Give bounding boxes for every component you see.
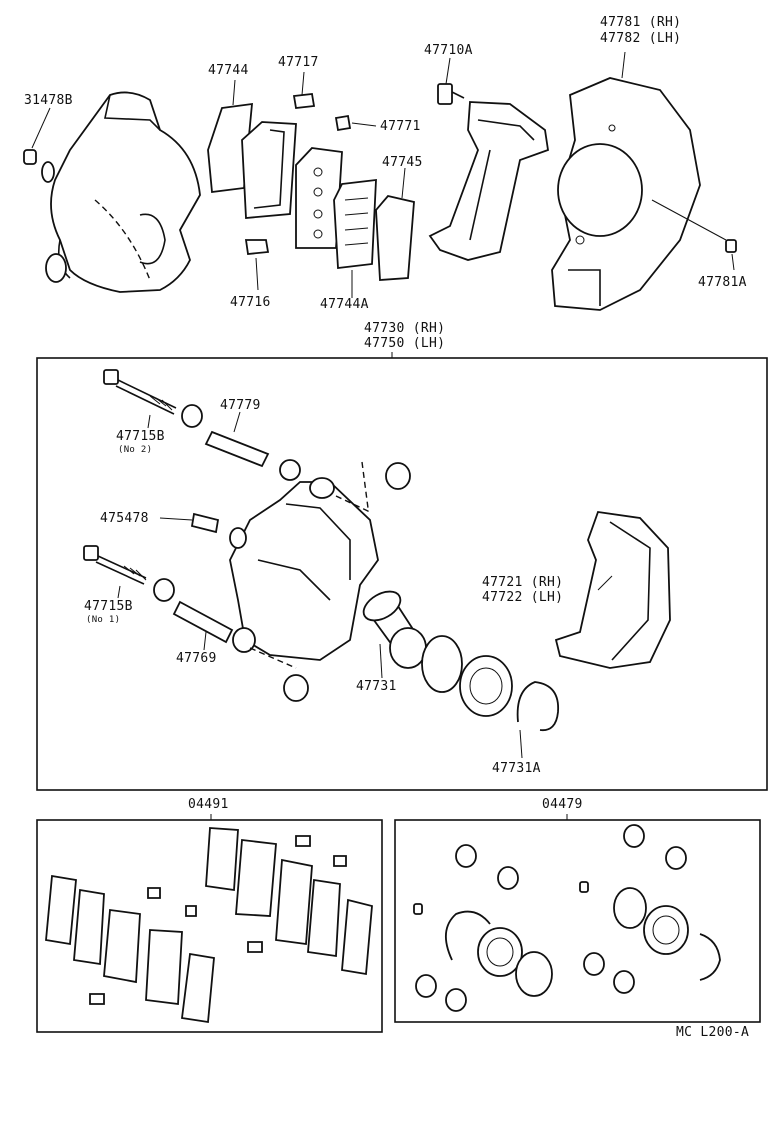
label-47782-lh: 47782 (LH)	[600, 31, 682, 46]
caliper-bracket-drawing	[554, 511, 671, 669]
diagram-code: MC L200-A	[676, 1025, 750, 1040]
set-ring-drawing	[516, 681, 559, 732]
guide-pin-upper-drawing	[204, 430, 270, 468]
label-47771: 47771	[380, 119, 421, 134]
label-47779: 47779	[220, 398, 261, 413]
label-47744: 47744	[208, 63, 249, 78]
label-47715b-no2-note: (No 2)	[118, 445, 153, 455]
brake-pad-inner-drawing	[295, 147, 415, 281]
piston-seal-drawing	[421, 635, 463, 693]
boot-lower-drawing	[153, 578, 175, 602]
label-31478b: 31478B	[24, 93, 73, 108]
seal-kit-box	[394, 819, 761, 1023]
pad-kit-box	[36, 819, 383, 1033]
label-04479: 04479	[542, 797, 583, 812]
label-47716: 47716	[230, 295, 271, 310]
label-47721-rh: 47721 (RH)	[482, 575, 564, 590]
caliper-housing-drawing	[23, 91, 201, 293]
label-47715b-no2: 47715B	[116, 429, 165, 444]
label-47744a: 47744A	[320, 297, 369, 312]
bolt-no2-drawing	[103, 369, 177, 415]
bolt-no1-drawing	[83, 545, 147, 585]
pad-kit-drawing	[45, 827, 373, 1024]
seal-kit-drawing	[413, 824, 721, 1012]
label-47717: 47717	[278, 55, 319, 70]
label-47781a: 47781A	[698, 275, 747, 290]
label-47731a: 47731A	[492, 761, 541, 776]
label-04491: 04491	[188, 797, 229, 812]
label-47750-lh: 47750 (LH)	[364, 336, 446, 351]
piston-boot-drawing	[459, 655, 513, 717]
boot-upper-drawing	[181, 404, 203, 428]
guide-pin-lower-drawing	[172, 600, 234, 644]
label-47730-rh: 47730 (RH)	[364, 321, 446, 336]
label-475478: 475478	[100, 511, 149, 526]
dust-cover-drawing	[551, 77, 701, 311]
caliper-mounting-bracket-drawing	[428, 83, 549, 261]
label-47745: 47745	[382, 155, 423, 170]
bleeder-plug-drawing	[190, 512, 220, 534]
label-47715b-no1-note: (No 1)	[86, 615, 121, 625]
label-47710a: 47710A	[424, 43, 473, 58]
caliper-cylinder-drawing	[229, 477, 379, 661]
label-47731: 47731	[356, 679, 397, 694]
label-47722-lh: 47722 (LH)	[482, 590, 564, 605]
pad-clip-drawing	[244, 93, 352, 255]
caliper-assembly-box	[36, 357, 768, 791]
brake-pad-outer-drawing	[207, 102, 297, 219]
label-47781-rh: 47781 (RH)	[600, 15, 682, 30]
label-47769: 47769	[176, 651, 217, 666]
piston-drawing	[362, 590, 427, 669]
label-47715b-no1: 47715B	[84, 599, 133, 614]
